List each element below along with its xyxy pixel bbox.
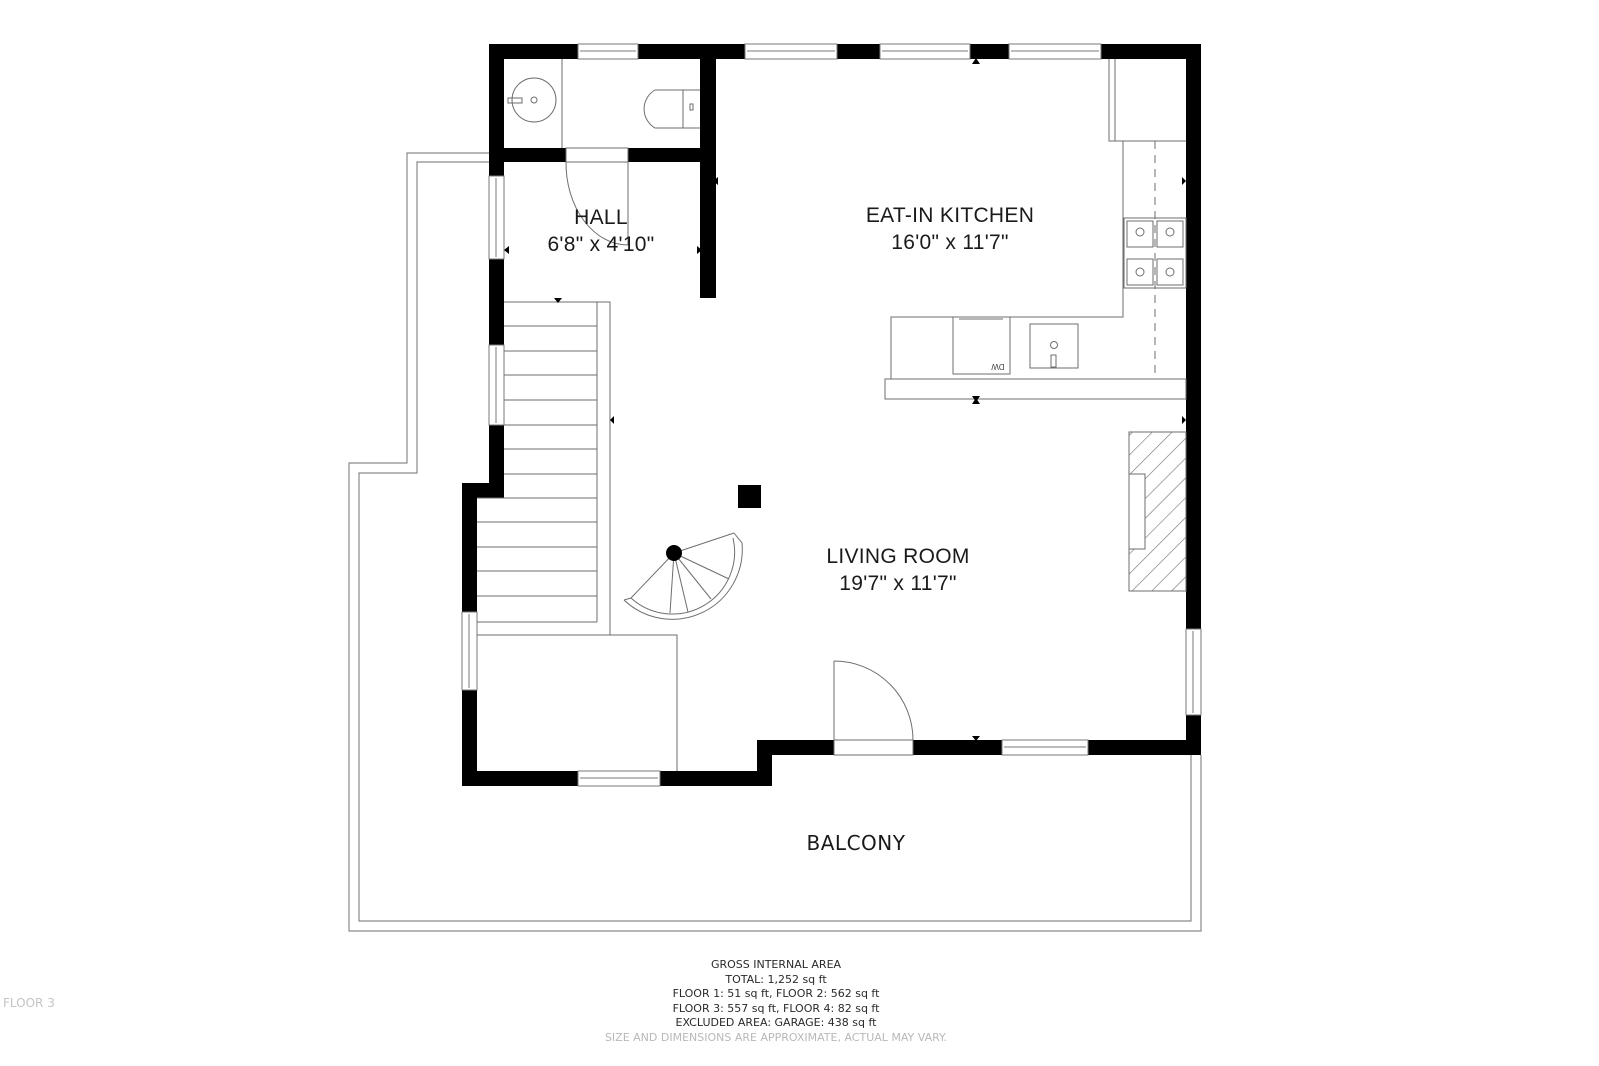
bathroom-fixtures: [507, 59, 700, 148]
room-label-eat-in-kitchen: EAT-IN KITCHEN 16'0" x 11'7": [866, 202, 1034, 256]
room-dimensions: 19'7" x 11'7": [839, 572, 957, 595]
straight-staircase: [477, 301, 678, 771]
area-total: TOTAL: 1,252 sq ft: [725, 972, 827, 986]
spiral-stair-post: [666, 545, 682, 561]
cooktop: [1123, 217, 1187, 289]
room-label-living-room: LIVING ROOM 19'7" x 11'7": [826, 543, 969, 597]
walls: [462, 44, 1201, 786]
room-name: LIVING ROOM: [826, 545, 970, 568]
room-dimensions: 6'8" x 4'10": [547, 233, 655, 256]
kitchen-cabinets: [884, 59, 1187, 400]
area-disclaimer: SIZE AND DIMENSIONS ARE APPROXIMATE, ACT…: [604, 1030, 948, 1044]
room-name: HALL: [574, 206, 628, 229]
dishwasher-label: DW: [991, 362, 1005, 371]
doors: [565, 147, 914, 756]
viewpoint-markers: [504, 58, 1186, 741]
gross-internal-area-summary: GROSS INTERNAL AREA TOTAL: 1,252 sq ft F…: [605, 958, 947, 1045]
room-label-hall: HALL 6'8" x 4'10": [547, 204, 654, 258]
balcony-label: BALCONY: [806, 831, 906, 855]
structural-column: [738, 485, 761, 508]
windows: [461, 43, 1202, 787]
room-name: EAT-IN KITCHEN: [865, 204, 1035, 227]
balcony-outline: [348, 152, 1202, 932]
area-title: GROSS INTERNAL AREA: [710, 958, 842, 971]
area-floors-3-4: FLOOR 3: 557 sq ft, FLOOR 4: 82 sq ft: [672, 1001, 880, 1015]
spiral-staircase: [623, 532, 743, 620]
floor-label: FLOOR 3: [3, 996, 55, 1010]
fireplace: [1128, 431, 1187, 592]
area-excluded: EXCLUDED AREA: GARAGE: 438 sq ft: [675, 1016, 877, 1029]
area-floors-1-2: FLOOR 1: 51 sq ft, FLOOR 2: 562 sq ft: [672, 987, 880, 1000]
room-dimensions: 16'0" x 11'7": [891, 231, 1009, 254]
